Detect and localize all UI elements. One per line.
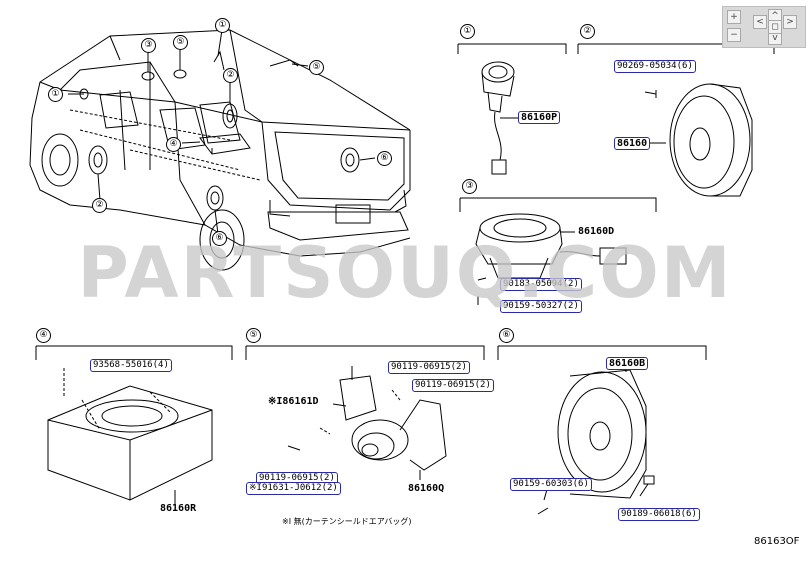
s3-tweeter-drawing xyxy=(475,213,627,305)
part-90269-05034-link[interactable]: 90269-05034(6) xyxy=(614,60,696,73)
part-90183-05094-link[interactable]: 90183-05094(2) xyxy=(500,278,582,291)
part-86161D-label: ※I86161D xyxy=(268,396,319,407)
pan-right-button[interactable]: > xyxy=(783,15,797,29)
section-3-marker: ③ xyxy=(462,179,477,194)
s4-subwoofer-drawing xyxy=(47,368,213,510)
part-90119-06915-a-link[interactable]: 90119-06915(2) xyxy=(388,361,470,374)
callout-2-b[interactable]: ② xyxy=(92,198,107,213)
s5-tweeter-drawing xyxy=(287,366,447,480)
pan-down-button[interactable]: v xyxy=(768,31,782,45)
callout-1-a[interactable]: ① xyxy=(215,18,230,33)
callout-6-b[interactable]: ⑥ xyxy=(212,231,227,246)
callout-4[interactable]: ④ xyxy=(166,137,181,152)
part-93568-55016-link[interactable]: 93568-55016(4) xyxy=(90,359,172,372)
callout-5-a[interactable]: ⑤ xyxy=(173,35,188,50)
zoom-in-button[interactable]: + xyxy=(727,10,741,24)
section-frames xyxy=(35,43,775,360)
section-1-marker: ① xyxy=(460,24,475,39)
part-86160Q-label: 86160Q xyxy=(408,483,445,494)
s1-tweeter-drawing xyxy=(481,61,520,175)
part-90119-06915-b-link[interactable]: 90119-06915(2) xyxy=(412,379,494,392)
reset-view-button[interactable]: ◻ xyxy=(768,20,782,34)
callout-6-a[interactable]: ⑥ xyxy=(377,151,392,166)
callout-5-b[interactable]: ⑤ xyxy=(309,60,324,75)
footnote: ※I 無(カーテンシールドエアバッグ) xyxy=(282,517,412,526)
zoom-out-button[interactable]: − xyxy=(727,28,741,42)
callout-1-b[interactable]: ① xyxy=(48,87,63,102)
part-90159-60303-link[interactable]: 90159-60303(6) xyxy=(510,478,592,491)
part-91631-J0612-link[interactable]: ※I91631-J0612(2) xyxy=(246,482,341,495)
part-90189-06018-link[interactable]: 90189-06018(6) xyxy=(618,508,700,521)
section-4-marker: ④ xyxy=(36,328,51,343)
part-86160D-label: 86160D xyxy=(578,226,615,237)
callout-2-a[interactable]: ② xyxy=(223,68,238,83)
zoom-pan-controls: + − < ^ > v ◻ xyxy=(722,6,806,48)
section-5-marker: ⑤ xyxy=(246,328,261,343)
section-6-marker: ⑥ xyxy=(499,328,514,343)
vehicle-illustration xyxy=(29,29,411,271)
section-2-marker: ② xyxy=(580,24,595,39)
part-86160-link[interactable]: 86160 xyxy=(614,137,651,150)
part-86160R-label: 86160R xyxy=(160,503,197,514)
s2-speaker-drawing xyxy=(644,83,753,197)
callout-3[interactable]: ③ xyxy=(141,38,156,53)
part-86160B-link[interactable]: 86160B xyxy=(606,357,649,370)
diagram-code: 86163OF xyxy=(754,536,800,547)
pan-left-button[interactable]: < xyxy=(753,15,767,29)
part-90159-50327-link[interactable]: 90159-50327(2) xyxy=(500,300,582,313)
s6-speaker-drawing xyxy=(537,364,655,515)
part-86160P-link[interactable]: 86160P xyxy=(518,111,561,124)
